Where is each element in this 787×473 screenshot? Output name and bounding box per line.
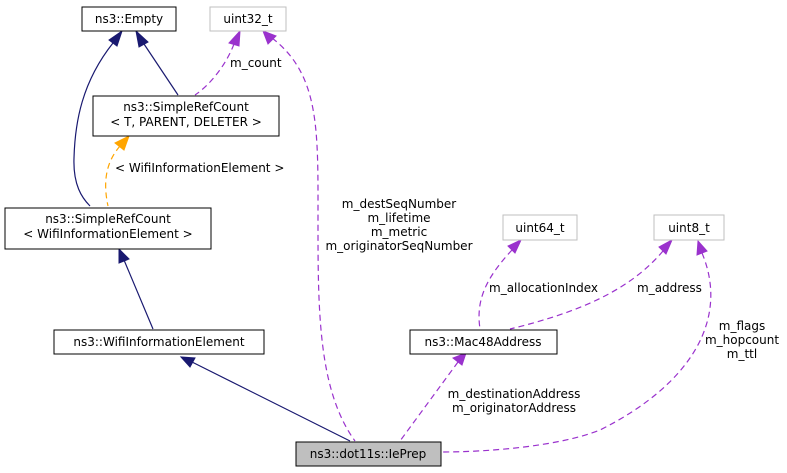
arrowhead-empty-a — [108, 29, 123, 47]
label-uint32-field: m_lifetime — [367, 211, 430, 225]
label-uint32-field: m_metric — [371, 225, 427, 239]
edges — [73, 37, 712, 453]
edge-wifi-ie-to-ieprep — [191, 361, 351, 442]
edge-mac48-to-ieprep — [399, 361, 459, 442]
arrowhead-uint32-b — [262, 30, 277, 45]
node-uint8-t[interactable]: uint8_t — [653, 214, 725, 241]
node-label: uint64_t — [515, 221, 565, 235]
arrowhead-template — [114, 134, 130, 151]
label-uint8-field: m_hopcount — [705, 333, 779, 347]
arrowhead-mac48 — [451, 352, 467, 366]
node-ieprep[interactable]: ns3::dot11s::IePrep — [295, 441, 442, 467]
node-label-line2: < T, PARENT, DELETER > — [110, 115, 262, 129]
arrowhead-empty-b — [135, 29, 149, 48]
node-label: uint32_t — [223, 12, 273, 26]
node-label-line1: ns3::SimpleRefCount — [123, 100, 249, 114]
label-mac-field: m_destinationAddress — [448, 387, 581, 401]
node-uint64-t[interactable]: uint64_t — [502, 214, 578, 241]
node-label: ns3::Mac48Address — [425, 335, 542, 349]
edge-labels: m_count < WifiInformationElement > m_des… — [115, 56, 779, 415]
node-simplerefcount-template[interactable]: ns3::SimpleRefCount < T, PARENT, DELETER… — [92, 95, 280, 137]
arrowhead-simplerefcount-wie — [118, 247, 130, 264]
label-uint32-field: m_destSeqNumber — [342, 197, 457, 211]
arrowhead-wifi-ie — [179, 356, 196, 368]
node-label-line2: < WifiInformationElement > — [23, 227, 192, 241]
edge-uint64-to-mac48 — [478, 249, 513, 330]
node-label: ns3::WifiInformationElement — [73, 335, 245, 349]
label-allocation-index: m_allocationIndex — [489, 281, 598, 295]
label-uint32-field: m_originatorSeqNumber — [325, 239, 472, 253]
edge-template-instantiation — [105, 145, 121, 207]
node-wifi-information-element[interactable]: ns3::WifiInformationElement — [53, 329, 265, 355]
label-m-count: m_count — [230, 56, 282, 70]
node-label-line1: ns3::SimpleRefCount — [45, 212, 171, 226]
node-ns3-empty[interactable]: ns3::Empty — [81, 6, 177, 32]
node-label: ns3::dot11s::IePrep — [310, 447, 426, 461]
arrowhead-uint8-b — [696, 239, 708, 256]
edge-empty-to-simplerefcount-wie — [73, 42, 114, 207]
node-label: ns3::Empty — [95, 12, 163, 26]
label-uint8-field: m_flags — [719, 319, 765, 333]
edge-empty-to-simplerefcount-tmpl — [143, 43, 179, 96]
edge-uint32-to-ieprep — [271, 37, 356, 442]
node-mac48-address[interactable]: ns3::Mac48Address — [409, 329, 558, 355]
node-label: uint8_t — [668, 221, 710, 235]
edge-simplerefcount-wie-to-wifi-ie — [123, 259, 154, 330]
node-uint32-t[interactable]: uint32_t — [209, 6, 287, 32]
label-mac-field: m_originatorAddress — [452, 401, 576, 415]
arrowheads — [108, 29, 708, 368]
label-address: m_address — [637, 281, 702, 295]
label-uint8-field: m_ttl — [727, 347, 757, 361]
arrowhead-uint32-a — [228, 29, 241, 47]
arrowhead-uint8-a — [658, 238, 674, 255]
node-simplerefcount-wifi-ie[interactable]: ns3::SimpleRefCount < WifiInformationEle… — [4, 207, 212, 250]
edge-uint32-to-simplerefcount-tmpl — [194, 43, 235, 96]
arrowhead-uint64 — [507, 238, 523, 254]
label-template-arg: < WifiInformationElement > — [115, 161, 284, 175]
edge-uint8-to-ieprep — [440, 252, 712, 453]
